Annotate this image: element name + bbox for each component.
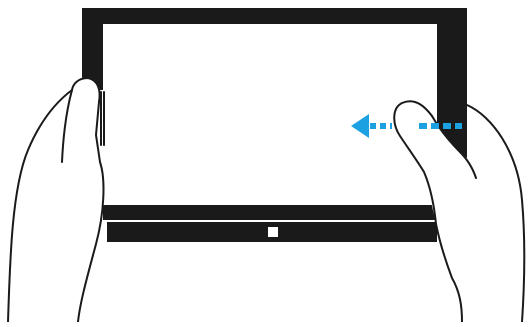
windows-start-button-icon	[268, 227, 278, 237]
tablet-screen	[103, 24, 437, 205]
left-hand-icon	[8, 78, 104, 322]
